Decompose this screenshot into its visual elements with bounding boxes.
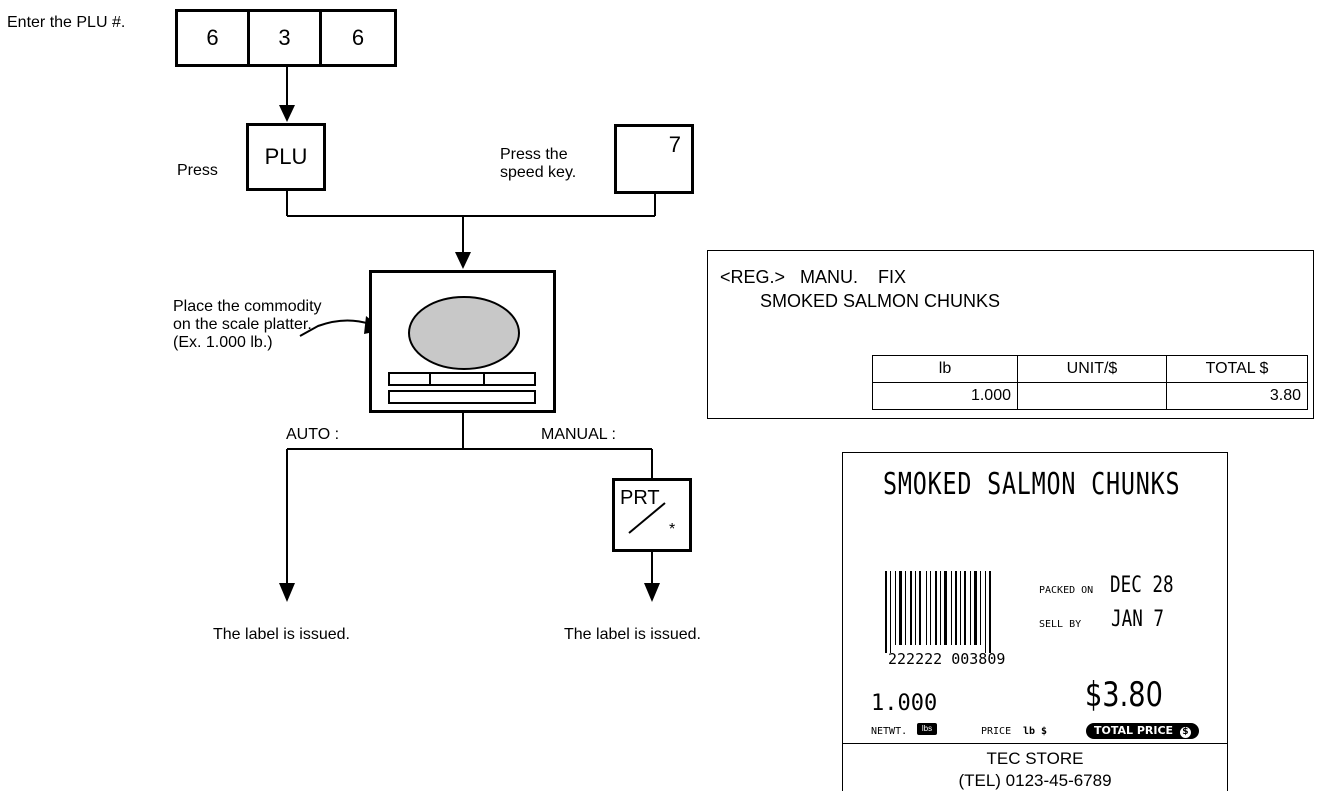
value-lb: 1.000 bbox=[873, 383, 1018, 410]
label-net-weight: 1.000 bbox=[871, 691, 937, 716]
platter-base bbox=[389, 391, 535, 403]
printed-label: SMOKED SALMON CHUNKS 222222 003809 PACKE… bbox=[842, 452, 1228, 791]
barcode-bar bbox=[951, 571, 952, 645]
barcode-bar bbox=[890, 571, 891, 653]
arrow-down-2 bbox=[455, 252, 471, 269]
barcode-digits: 222222 003809 bbox=[888, 650, 1005, 668]
header-lb: lb bbox=[873, 356, 1018, 383]
barcode-bar bbox=[910, 571, 912, 645]
label-issued-manual: The label is issued. bbox=[564, 626, 701, 644]
arrow-down-auto bbox=[279, 583, 295, 602]
barcode-bar bbox=[980, 571, 981, 645]
arrow-down-manual bbox=[644, 583, 660, 602]
price-unit: lb $ bbox=[1023, 726, 1047, 737]
prt-key-asterisk: * bbox=[669, 521, 675, 539]
display-table-header: lb UNIT/$ TOTAL $ bbox=[873, 356, 1308, 383]
netwt-unit-badge: lbs bbox=[917, 723, 937, 735]
display-table-row: 1.000 3.80 bbox=[873, 383, 1308, 410]
press-label: Press bbox=[177, 162, 218, 180]
barcode-bar bbox=[944, 571, 947, 645]
packed-on-date: DEC 28 bbox=[1110, 573, 1174, 598]
auto-label: AUTO : bbox=[286, 426, 339, 444]
display-table: lb UNIT/$ TOTAL $ 1.000 3.80 bbox=[872, 355, 1308, 410]
plu-key[interactable]: PLU bbox=[246, 123, 326, 191]
barcode bbox=[885, 571, 1009, 653]
digit-key-1[interactable]: 6 bbox=[175, 9, 250, 67]
commodity-icon bbox=[409, 297, 519, 369]
barcode-bar bbox=[974, 571, 977, 645]
press-speed-key-line1: Press the bbox=[500, 146, 568, 164]
press-speed-key-line2: speed key. bbox=[500, 164, 576, 182]
barcode-bar bbox=[960, 571, 961, 645]
price-label: PRICE bbox=[981, 726, 1011, 737]
barcode-bar bbox=[926, 571, 927, 645]
place-commodity-line1: Place the commodity bbox=[173, 298, 322, 316]
barcode-bar bbox=[905, 571, 906, 645]
store-name: TEC STORE bbox=[843, 749, 1227, 769]
barcode-bar bbox=[899, 571, 902, 645]
barcode-bar bbox=[935, 571, 937, 645]
total-price-unit: $ bbox=[1180, 727, 1191, 738]
netwt-label: NETWT. bbox=[871, 726, 907, 737]
arrow-down-1 bbox=[279, 105, 295, 122]
value-total: 3.80 bbox=[1167, 383, 1308, 410]
label-product-name: SMOKED SALMON CHUNKS bbox=[883, 467, 1180, 502]
digit-key-2[interactable]: 3 bbox=[247, 9, 322, 67]
barcode-bar bbox=[915, 571, 916, 645]
header-total: TOTAL $ bbox=[1167, 356, 1308, 383]
label-divider bbox=[843, 743, 1227, 744]
place-commodity-line3: (Ex. 1.000 lb.) bbox=[173, 334, 273, 352]
packed-on-label: PACKED ON bbox=[1039, 585, 1093, 596]
speed-key-number: 7 bbox=[669, 132, 681, 158]
label-issued-auto: The label is issued. bbox=[213, 626, 350, 644]
barcode-bar bbox=[940, 571, 941, 645]
scale-drawing bbox=[372, 273, 553, 410]
place-commodity-line2: on the scale platter. bbox=[173, 316, 312, 334]
store-phone: (TEL) 0123-45-6789 bbox=[843, 771, 1227, 791]
register-display: <REG.> MANU. FIX SMOKED SALMON CHUNKS lb… bbox=[707, 250, 1314, 419]
barcode-bar bbox=[964, 571, 966, 645]
digit-key-3[interactable]: 6 bbox=[319, 9, 397, 67]
sell-by-label: SELL BY bbox=[1039, 619, 1081, 630]
display-mode-line: <REG.> MANU. FIX bbox=[720, 267, 906, 288]
enter-plu-instruction: Enter the PLU #. bbox=[7, 14, 125, 32]
barcode-bar bbox=[970, 571, 971, 645]
scale-illustration bbox=[369, 270, 556, 413]
barcode-bar bbox=[895, 571, 896, 645]
platter-top bbox=[389, 373, 535, 385]
manual-label: MANUAL : bbox=[541, 426, 616, 444]
barcode-bar bbox=[885, 571, 887, 653]
barcode-bar bbox=[930, 571, 931, 645]
total-price-badge: TOTAL PRICE $ bbox=[1086, 723, 1199, 739]
value-unit bbox=[1018, 383, 1167, 410]
prt-key[interactable]: PRT * bbox=[612, 478, 692, 552]
header-unit: UNIT/$ bbox=[1018, 356, 1167, 383]
total-price-label: TOTAL PRICE bbox=[1094, 724, 1173, 737]
barcode-bar bbox=[955, 571, 957, 645]
barcode-bar bbox=[989, 571, 991, 653]
display-product-name: SMOKED SALMON CHUNKS bbox=[760, 291, 1000, 312]
barcode-bar bbox=[985, 571, 986, 653]
sell-by-date: JAN 7 bbox=[1111, 607, 1164, 632]
prt-key-slash bbox=[615, 481, 689, 549]
label-price: $3.80 bbox=[1085, 675, 1163, 715]
speed-key[interactable]: 7 bbox=[614, 124, 694, 194]
barcode-bar bbox=[919, 571, 921, 645]
